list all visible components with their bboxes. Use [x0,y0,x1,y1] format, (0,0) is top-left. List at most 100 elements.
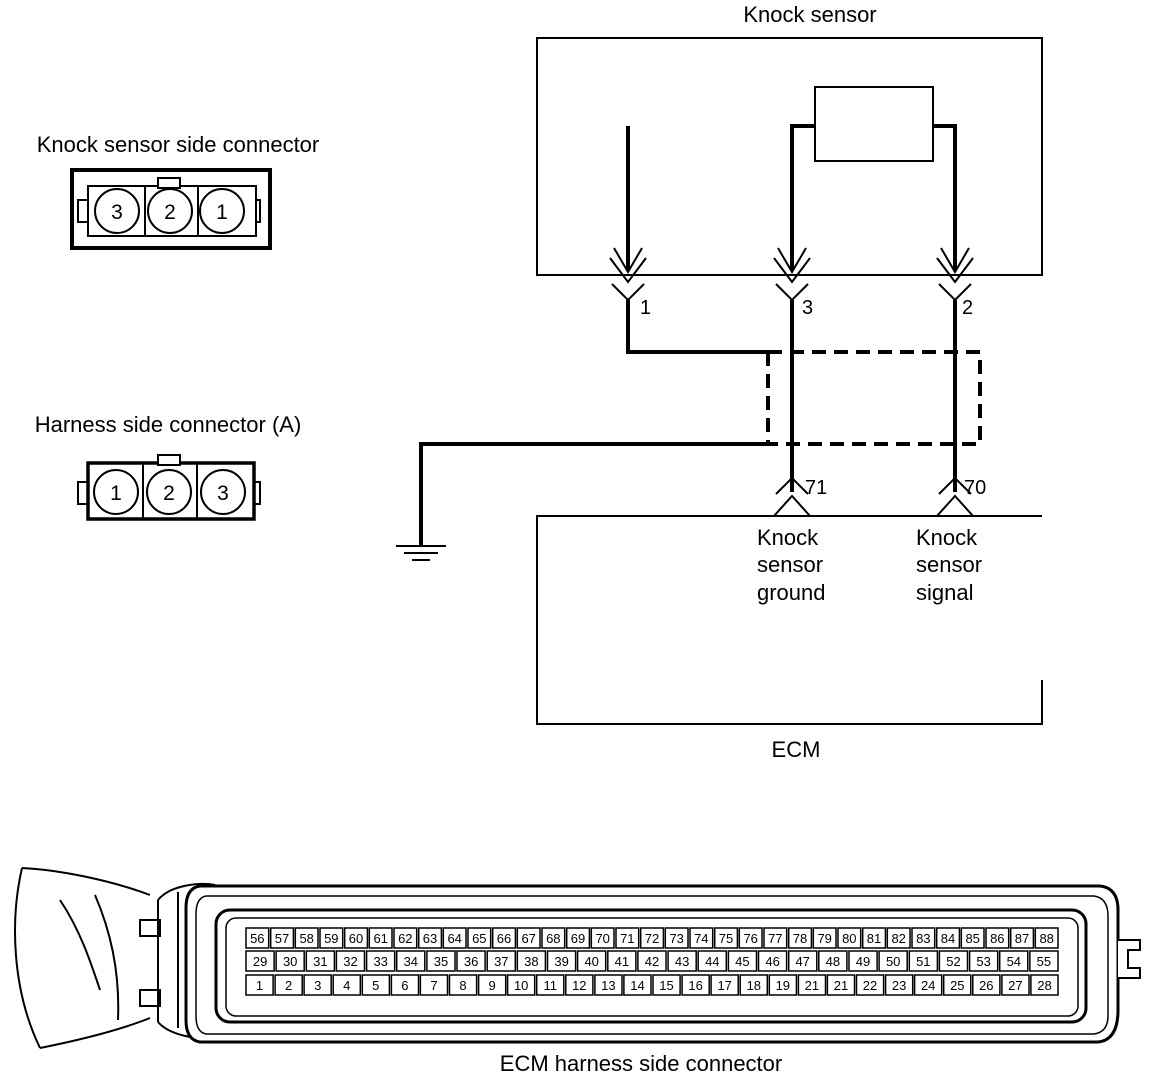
ecm-pin-cell [594,974,623,996]
ecm-pin-label: 31 [313,954,327,969]
ecm-pin-label: 11 [544,978,558,993]
ecm-pin-cell [442,927,467,949]
ecm-pin-label: 32 [343,954,357,969]
ecm-pin-label: 83 [916,931,930,946]
ecm-pin-label: 3 [314,978,321,993]
ecm-pin-label: 38 [524,954,538,969]
ecm-pin-label: 21 [834,978,848,993]
ecm-signal-label-line: signal [916,580,973,605]
ecm-pin-label: 71 [620,931,634,946]
ecm-pin-cell [303,974,332,996]
ecm-pin-label: 44 [705,954,719,969]
ecm-pin-cell [826,974,856,996]
ecm-pin-label: 22 [863,978,877,993]
ecm-pin-label: 8 [459,978,466,993]
ecm-pin-label: 23 [892,978,906,993]
ecm-pin-label: 40 [584,954,598,969]
ecm-pin-label: 5 [372,978,379,993]
ecm-pin-cell [535,974,565,996]
ecm-pin-cell [664,927,689,949]
ecm-pin-label: 84 [941,931,955,946]
ecm-pin-cell [908,950,939,972]
ecm-pin-cell [886,927,911,949]
harness-connector-key [157,454,181,466]
ecm-pin-label: 2 [285,978,292,993]
ecm-pin-cell [763,927,788,949]
ecm-pin-cell [713,927,739,949]
ecm-pin-label: 73 [669,931,683,946]
ecm-pin-label: 51 [916,954,930,969]
ecm-pin-label: 33 [373,954,387,969]
ecm-pin-cell [855,974,885,996]
wire-bundle-outline [14,867,41,1049]
ecm-pin-cell [913,974,943,996]
ecm-pin-cell [417,927,443,949]
ecm-pin-label: 30 [283,954,297,969]
ecm-pin-label: 86 [990,931,1004,946]
ecm-pin-label: 69 [571,931,585,946]
ecm-pin-label: 1 [256,978,263,993]
ecm-pin-label: 26 [979,978,993,993]
ecm-pin-cell [361,974,391,996]
ecm-pin-cell [516,950,547,972]
sensor-connector-pin-circle [199,188,245,234]
ecm-pin-cell [960,927,985,949]
ecm-pin-cell [938,950,969,972]
ecm-pin-label: 64 [447,931,461,946]
ecm-pin-label: 68 [546,931,560,946]
ecm-pin-cell [335,950,366,972]
sensor-pin-2-label: 2 [962,297,973,319]
ecm-pin-label: 87 [1015,931,1029,946]
ecm-pin-cell [884,974,914,996]
ecm-terminals: 71 70 [773,476,986,517]
harness-connector-pin-circle [146,469,192,515]
ecm-pin-label: 55 [1037,954,1051,969]
ecm-pin-label: 85 [965,931,979,946]
harness-connector-title: Harness side connector (A) [35,412,302,437]
ecm-pin-label: 48 [826,954,840,969]
ecm-ground-label-line: Knock [757,525,819,550]
ecm-pin-label: 42 [645,954,659,969]
ecm-pin-cell [274,974,303,996]
ground-symbol [396,545,446,561]
ecm-pin-cell [615,927,640,949]
ecm-pin-label: 46 [765,954,779,969]
ecm-pin-label: 57 [275,931,289,946]
ecm-ground-label-line: ground [757,580,826,605]
ecm-pin-cell [739,974,769,996]
ecm-pin-cell [491,927,517,949]
ecm-pin-cell [768,974,798,996]
ecm-ground-label-line: sensor [757,552,823,577]
ecm-pin-cell [818,950,848,972]
ecm-pin-cell [972,974,1001,996]
ecm-pin-cell [911,927,936,949]
ecm-pin-label: 21 [805,978,819,993]
knock-sensor-side-connector: Knock sensor side connector 3 2 1 [37,132,319,250]
ecm-pin-label: 39 [554,954,568,969]
ecm-pin-label: 14 [630,978,644,993]
ecm-pin-cell [848,950,878,972]
ecm-pin-cell [667,950,697,972]
ecm-pin-label: 74 [694,931,708,946]
ecm-pin-label: 66 [497,931,511,946]
knock-sensor-block: Knock sensor [536,2,1043,276]
ecm-pin-cell [985,927,1010,949]
ecm-pin-cell [516,927,541,949]
ecm-pin-cell [245,927,270,949]
ecm-pin-label: 50 [886,954,900,969]
ecm-pin-cell [689,927,714,949]
ecm-pin-cell [368,927,393,949]
sensor-connector-pin-circle [147,188,193,234]
ecm-pin-label: 75 [719,931,733,946]
ecm-pin-label: 52 [946,954,960,969]
ecm-pin-label: 18 [747,978,761,993]
knock-sensor-outline [536,37,1043,276]
ecm-pin-cell [477,974,507,996]
ecm-pin-label: 79 [817,931,831,946]
ecm-pin-cell [639,927,665,949]
ecm-terminal-71-label: 71 [805,477,827,499]
ecm-pin-cell [448,974,478,996]
ecm-pin-cell [727,950,758,972]
ecm-pin-label: 19 [776,978,790,993]
